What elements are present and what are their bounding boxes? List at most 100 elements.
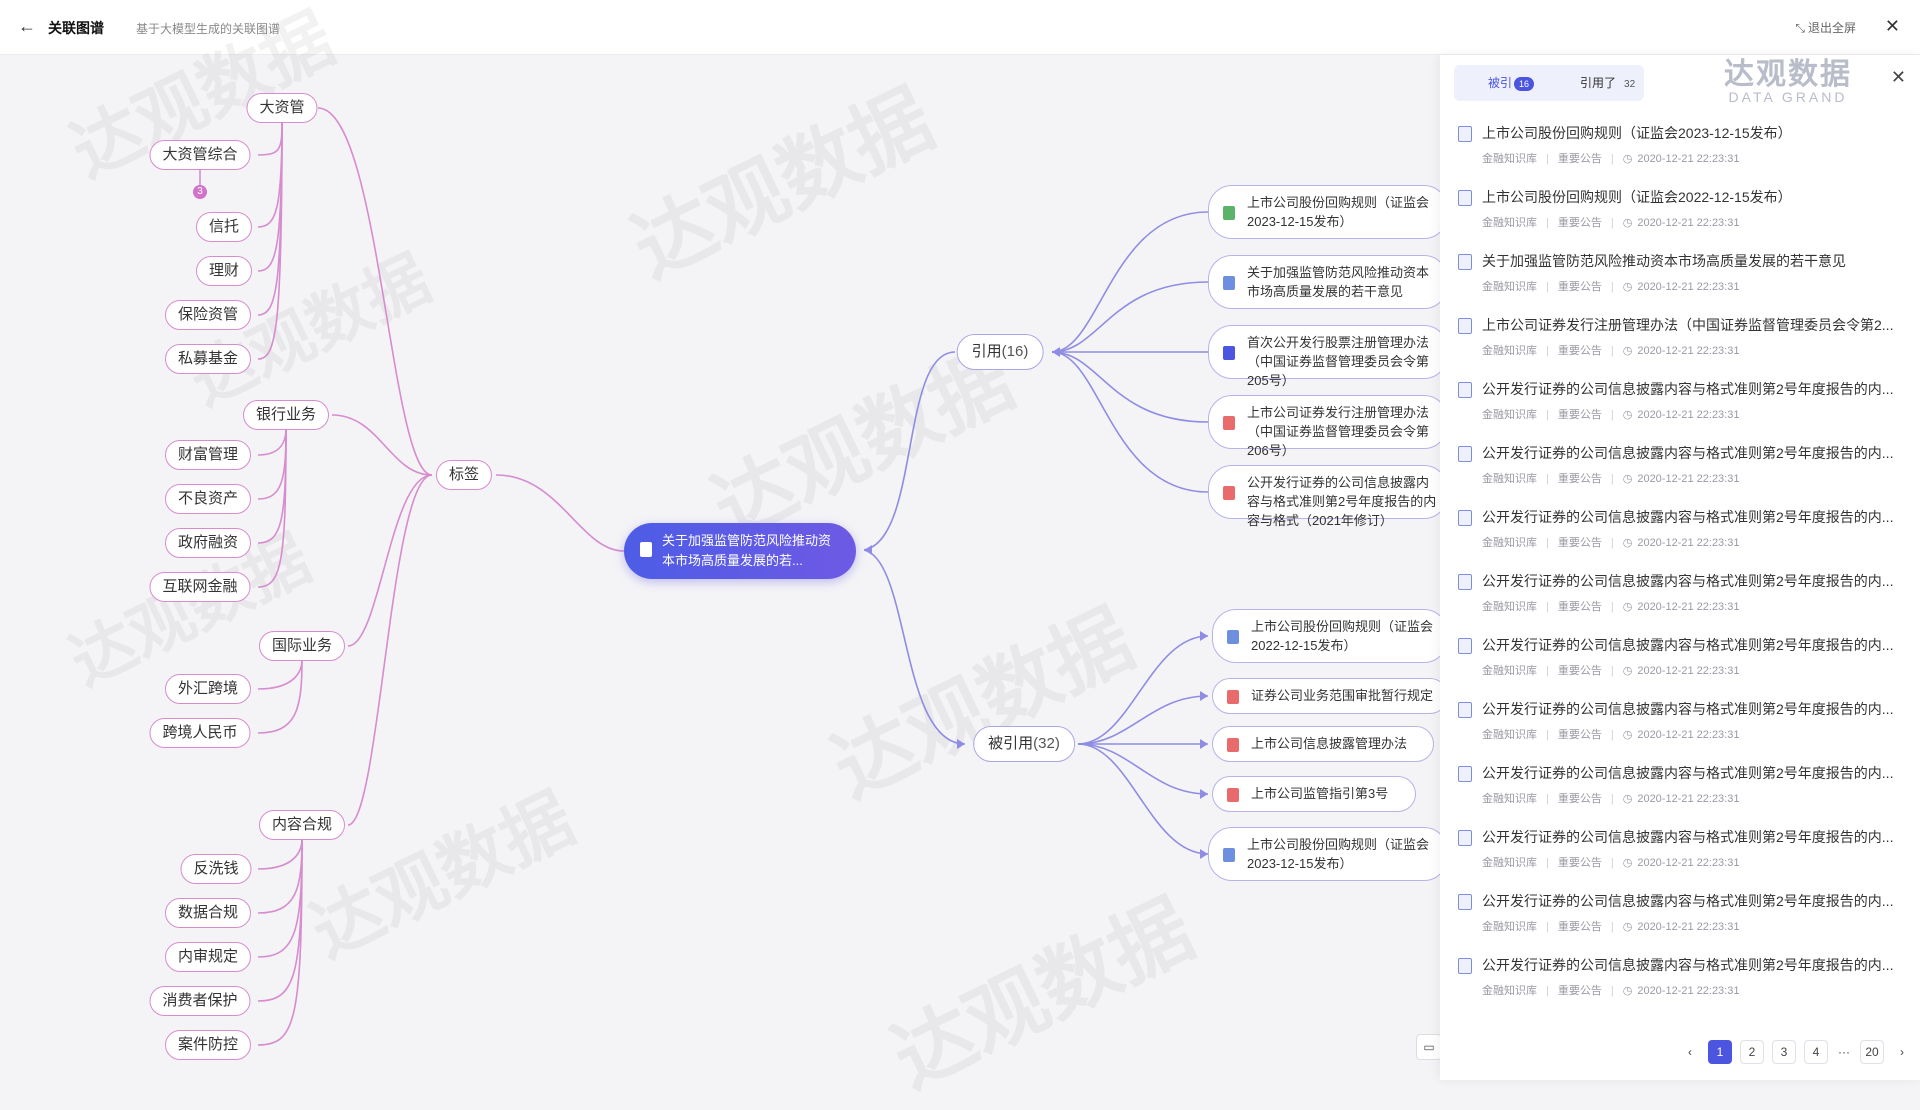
citation-list-item[interactable]: 公开发行证券的公司信息披露内容与格式准则第2号年度报告的内...金融知识库|重要… [1458,763,1910,827]
tag-item[interactable]: 信托 [195,212,253,242]
arrow-left-icon[interactable]: ← [18,16,36,36]
count-badge[interactable]: 3 [193,185,207,199]
tag-item[interactable]: 理财 [195,256,253,286]
citation-title[interactable]: 公开发行证券的公司信息披露内容与格式准则第2号年度报告的内... [1482,957,1894,973]
citation-source: 金融知识库 [1482,601,1537,613]
document-icon [1458,894,1472,910]
chevron-left-icon[interactable]: ‹ [1688,1045,1692,1059]
comment-icon[interactable]: ▭ [1416,1034,1442,1060]
citation-meta: 金融知识库|重要公告|◷2020-12-21 22:23:31 [1482,662,1739,678]
tag-item[interactable]: 内审规定 [164,942,252,972]
tag-item[interactable]: 保险资管 [164,300,252,330]
citation-title[interactable]: 上市公司证券发行注册管理办法（中国证券监督管理委员会令第2... [1482,317,1894,333]
document-icon [1227,738,1239,752]
citation-list-item[interactable]: 公开发行证券的公司信息披露内容与格式准则第2号年度报告的内...金融知识库|重要… [1458,571,1910,635]
document-title: 证券公司业务范围审批暂行规定 [1251,688,1434,703]
tag-item[interactable]: 外汇跨境 [164,674,252,704]
cited-document-node[interactable]: 公开发行证券的公司信息披露内容与格式准则第2号年度报告的内容与格式（2021年修… [1208,465,1448,528]
citation-title[interactable]: 公开发行证券的公司信息披露内容与格式准则第2号年度报告的内... [1482,829,1894,845]
citation-title[interactable]: 公开发行证券的公司信息披露内容与格式准则第2号年度报告的内... [1482,701,1894,717]
citation-list-item[interactable]: 公开发行证券的公司信息披露内容与格式准则第2号年度报告的内...金融知识库|重要… [1458,827,1910,891]
citation-title[interactable]: 公开发行证券的公司信息披露内容与格式准则第2号年度报告的内... [1482,445,1894,461]
citation-list-item[interactable]: 上市公司股份回购规则（证监会2022-12-15发布）金融知识库|重要公告|◷2… [1458,187,1910,251]
document-icon [1227,690,1239,704]
citation-list-item[interactable]: 关于加强监管防范风险推动资本市场高质量发展的若干意见金融知识库|重要公告|◷20… [1458,251,1910,315]
citation-list-item[interactable]: 公开发行证券的公司信息披露内容与格式准则第2号年度报告的内... 金融知识库|重要… [1458,635,1910,699]
citation-title[interactable]: 公开发行证券的公司信息披露内容与格式准则第2号年度报告的内... [1482,637,1894,653]
cited-document-node[interactable]: 首次公开发行股票注册管理办法（中国证券监督管理委员会令第205号） [1208,325,1448,388]
tag-item[interactable]: 数据合规 [164,898,252,928]
citation-time: 2020-12-21 22:23:31 [1637,729,1740,741]
citation-title[interactable]: 公开发行证券的公司信息披露内容与格式准则第2号年度报告的内... [1482,509,1894,525]
citing-document-node[interactable]: 上市公司信息披露管理办法 [1212,726,1434,762]
document-icon [1223,276,1235,290]
tag-item[interactable]: 不良资产 [164,484,252,514]
meta-divider: | [1546,153,1549,165]
citation-title[interactable]: 公开发行证券的公司信息披露内容与格式准则第2号年度报告的内... [1482,765,1894,781]
center-document-node[interactable]: 关于加强监管防范风险推动资本市场高质量发展的若... [624,523,856,579]
citation-title[interactable]: 上市公司股份回购规则（证监会2023-12-15发布） [1482,125,1792,141]
cited-document-node[interactable]: 上市公司股份回购规则（证监会2023-12-15发布） [1208,185,1448,239]
citation-title[interactable]: 公开发行证券的公司信息披露内容与格式准则第2号年度报告的内... [1482,381,1894,397]
citation-list-item[interactable]: 公开发行证券的公司信息披露内容与格式准则第2号年度报告的内...金融知识库|重要… [1458,507,1910,571]
tag-item[interactable]: 财富管理 [164,440,252,470]
meta-divider: | [1610,281,1614,293]
page-button[interactable]: 4 [1804,1040,1828,1064]
meta-divider: | [1546,473,1549,485]
meta-divider: | [1610,665,1614,677]
pagination-ellipsis[interactable]: ··· [1838,1045,1850,1059]
tag-group[interactable]: 内容合规 [258,810,346,840]
cited-document-node[interactable]: 关于加强监管防范风险推动资本市场高质量发展的若干意见 [1208,255,1448,309]
tag-item[interactable]: 私募基金 [164,344,252,374]
tag-item[interactable]: 大资管综合 [149,140,251,170]
citation-list-item[interactable]: 公开发行证券的公司信息披露内容与格式准则第2号年度报告的内...金融知识库|重要… [1458,379,1910,443]
tag-item[interactable]: 案件防控 [164,1030,252,1060]
tag-group[interactable]: 银行业务 [242,400,330,430]
clock-icon: ◷ [1622,281,1633,293]
citation-title[interactable]: 关于加强监管防范风险推动资本市场高质量发展的若干意见 [1482,253,1846,269]
clock-icon: ◷ [1622,985,1633,997]
citation-source: 金融知识库 [1482,409,1537,421]
tag-item[interactable]: 互联网金融 [149,572,251,602]
cites-hub[interactable]: 引用(16) [956,334,1044,370]
tag-item[interactable]: 消费者保护 [149,986,251,1016]
citation-list-item[interactable]: 公开发行证券的公司信息披露内容与格式准则第2号年度报告的内...金融知识库|重要… [1458,699,1910,763]
close-icon[interactable]: ✕ [1890,67,1906,87]
cited-by-hub[interactable]: 被引用(32) [973,726,1075,762]
citation-list-item[interactable]: 公开发行证券的公司信息披露内容与格式准则第2号年度报告的内...金融知识库|重要… [1458,891,1910,955]
tag-group[interactable]: 大资管 [246,93,318,123]
tag-item[interactable]: 反洗钱 [180,854,252,884]
meta-divider: | [1546,729,1549,741]
citation-title[interactable]: 公开发行证券的公司信息披露内容与格式准则第2号年度报告的内... [1482,893,1894,909]
tag-root[interactable]: 标签 [435,460,493,490]
citing-document-node[interactable]: 上市公司股份回购规则（证监会2023-12-15发布） [1208,827,1448,881]
meta-divider: | [1610,985,1614,997]
citation-title[interactable]: 公开发行证券的公司信息披露内容与格式准则第2号年度报告的内... [1482,573,1894,589]
exit-fullscreen-label: 退出全屏 [1807,21,1856,35]
tag-item[interactable]: 跨境人民币 [149,718,251,748]
citing-document-node[interactable]: 证券公司业务范围审批暂行规定 [1212,678,1448,714]
citation-list-item[interactable]: 公开发行证券的公司信息披露内容与格式准则第2号年度报告的内...金融知识库|重要… [1458,955,1910,1019]
citation-title[interactable]: 上市公司股份回购规则（证监会2022-12-15发布） [1482,189,1792,205]
tag-item[interactable]: 政府融资 [164,528,252,558]
citing-document-node[interactable]: 上市公司监管指引第3号 [1212,776,1416,812]
document-icon [1458,574,1472,590]
cited-document-node[interactable]: 上市公司证券发行注册管理办法（中国证券监督管理委员会令第206号） [1208,395,1448,458]
clock-icon: ◷ [1622,921,1633,933]
page-button[interactable]: 3 [1772,1040,1796,1064]
tag-group[interactable]: 国际业务 [258,631,346,661]
page-button-last[interactable]: 20 [1860,1040,1884,1064]
citation-list-item[interactable]: 上市公司证券发行注册管理办法（中国证券监督管理委员会令第2...金融知识库|重要… [1458,315,1910,379]
chevron-right-icon[interactable]: › [1900,1045,1904,1059]
citation-list-item[interactable]: 公开发行证券的公司信息披露内容与格式准则第2号年度报告的内...金融知识库|重要… [1458,443,1910,507]
exit-fullscreen-button[interactable]: ⤡退出全屏 [1795,19,1856,36]
page-button[interactable]: 1 [1708,1040,1732,1064]
document-icon [1223,346,1235,360]
page-button[interactable]: 2 [1740,1040,1764,1064]
citation-category: 重要公告 [1557,281,1602,293]
close-icon[interactable]: ✕ [1884,16,1900,36]
citation-list-item[interactable]: 上市公司股份回购规则（证监会2023-12-15发布）金融知识库|重要公告|◷2… [1458,123,1910,187]
citing-document-node[interactable]: 上市公司股份回购规则（证监会2022-12-15发布） [1212,609,1448,663]
